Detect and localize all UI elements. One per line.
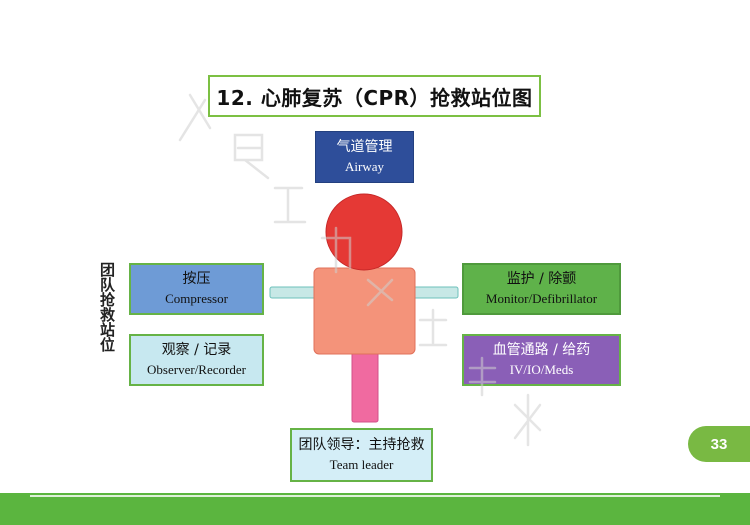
page-number-badge: 33 — [688, 426, 750, 462]
page-title: 12. 心肺复苏（CPR）抢救站位图 — [208, 75, 541, 117]
role-monitor-zh: 监护 / 除颤 — [506, 270, 577, 287]
patient-head — [325, 193, 403, 271]
patient-torso — [313, 267, 416, 355]
footer-divider — [30, 495, 720, 497]
role-team-leader-zh: 团队领导：主持抢救 — [298, 436, 425, 453]
role-compressor-en: Compressor — [165, 291, 228, 307]
role-airway: 气道管理 Airway — [315, 131, 414, 183]
role-observer-zh: 观察 / 记录 — [161, 341, 232, 358]
role-compressor-zh: 按压 — [182, 270, 211, 287]
role-iv-en: IV/IO/Meds — [509, 362, 574, 378]
role-team-leader-en: Team leader — [329, 457, 394, 473]
role-team-leader: 团队领导：主持抢救 Team leader — [290, 428, 433, 482]
patient-left-arm — [269, 286, 321, 299]
role-observer-en: Observer/Recorder — [147, 362, 246, 378]
role-iv: 血管通路 / 给药 IV/IO/Meds — [462, 334, 621, 386]
role-monitor: 监护 / 除颤 Monitor/Defibrillator — [462, 263, 621, 315]
role-monitor-en: Monitor/Defibrillator — [485, 291, 598, 307]
role-observer: 观察 / 记录 Observer/Recorder — [129, 334, 264, 386]
side-label: 团队抢救站位 — [98, 262, 116, 352]
patient-leg — [351, 351, 379, 423]
footer-bar — [0, 493, 750, 525]
role-airway-zh: 气道管理 — [336, 138, 393, 155]
role-iv-zh: 血管通路 / 给药 — [492, 341, 591, 358]
role-airway-en: Airway — [345, 159, 384, 175]
role-compressor: 按压 Compressor — [129, 263, 264, 315]
